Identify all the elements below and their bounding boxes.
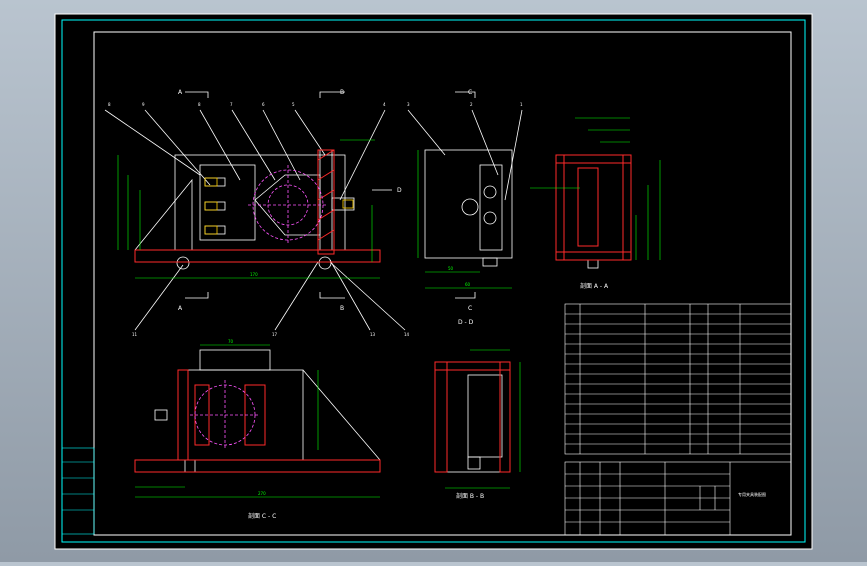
callout-7: 7 <box>230 102 233 107</box>
drawing-background <box>54 13 813 550</box>
outer-frame <box>61 19 806 543</box>
title-block <box>564 461 792 536</box>
callout-13: 13 <box>370 332 376 337</box>
callout-2: 2 <box>470 102 473 107</box>
section-label-c-bottom: C <box>468 305 472 312</box>
view-title-cc: 剖面 C - C <box>248 512 276 520</box>
side-view-dd-dims <box>417 150 512 289</box>
section-label-a-top: A <box>178 89 183 96</box>
front-view-dims <box>117 139 380 279</box>
front-view-bolts <box>204 177 354 235</box>
dim-60: 60 <box>465 282 471 287</box>
side-view-dd <box>407 91 523 299</box>
dim-270: 270 <box>258 491 266 496</box>
section-label-b-top: B <box>340 89 344 96</box>
callout-4: 4 <box>383 102 386 107</box>
callout-3: 3 <box>407 102 410 107</box>
view-title-aa: 剖面 A - A <box>580 282 609 290</box>
callout-8: 8 <box>108 102 111 107</box>
callout-5: 5 <box>292 102 295 107</box>
callout-17: 17 <box>272 332 278 337</box>
dim-170: 170 <box>250 272 258 277</box>
title-block-name: 专用夹具装配图 <box>738 491 766 497</box>
callout-14: 14 <box>404 332 410 337</box>
callout-8b: 8 <box>198 102 201 107</box>
front-view-section <box>134 149 381 263</box>
callout-6: 6 <box>262 102 265 107</box>
section-label-a-bottom: A <box>178 305 183 312</box>
section-cc-hidden <box>190 380 260 450</box>
callout-9: 9 <box>142 102 145 107</box>
front-view-hidden-disc <box>248 165 328 245</box>
section-bb-hatch <box>434 361 511 473</box>
callout-11: 11 <box>132 332 138 337</box>
inner-border <box>93 31 792 536</box>
section-cc-dims <box>135 344 380 498</box>
section-label-b-bottom: B <box>340 305 344 312</box>
callout-1: 1 <box>520 102 523 107</box>
section-bb-dims <box>445 349 521 489</box>
section-markers-front <box>185 91 392 299</box>
view-title-bb: 剖面 B - B <box>456 492 484 500</box>
dim-70: 70 <box>228 339 234 344</box>
binding-strip <box>61 447 95 535</box>
section-aa-dims <box>530 117 661 260</box>
dim-50: 50 <box>448 266 454 271</box>
section-label-c-top: C <box>468 89 472 96</box>
section-aa-hatch <box>555 154 632 261</box>
view-title-dd: D - D <box>458 319 474 326</box>
section-label-d: D <box>397 187 402 194</box>
parts-list <box>564 303 792 455</box>
